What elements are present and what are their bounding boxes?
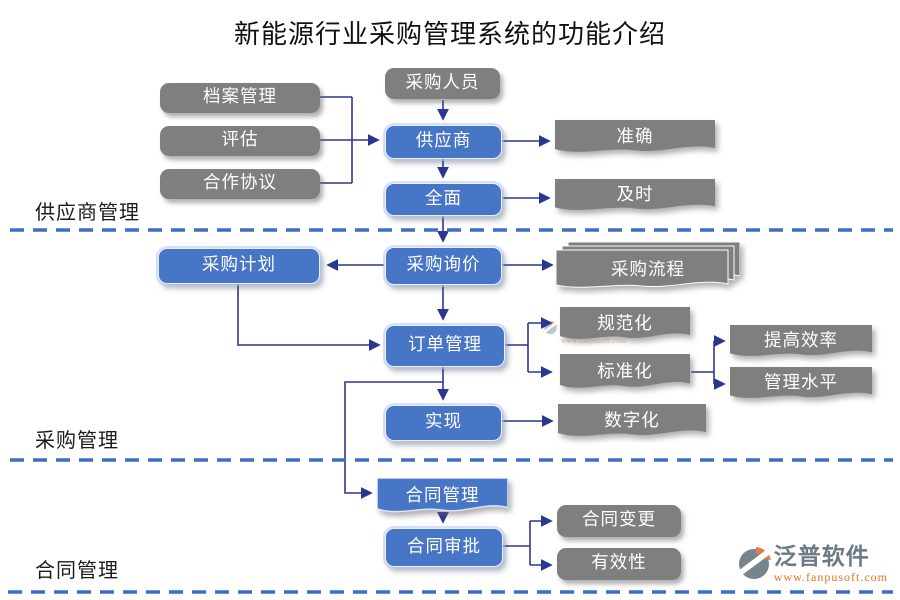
node-evaluation: 评估 [160, 126, 320, 156]
node-label: 规范化 [597, 312, 653, 333]
node-label: 合同审批 [407, 535, 481, 556]
fanpu-logo-icon [737, 547, 771, 579]
diagram-title: 新能源行业采购管理系统的功能介绍 [233, 20, 666, 49]
node-label: 提高效率 [764, 330, 838, 351]
node-label: 合同变更 [582, 509, 656, 530]
document-shape [560, 354, 690, 388]
node-normalized: 标准化 [560, 354, 690, 391]
node-procurement-process: 采购流程 [556, 242, 740, 292]
node-label: 全面 [425, 187, 462, 208]
node-label: 及时 [616, 184, 654, 205]
flow-connectors [237, 96, 726, 571]
node-procurement-personnel: 采购人员 [385, 68, 500, 99]
node-label: 供应商 [415, 130, 472, 151]
node-label: 实现 [425, 411, 462, 432]
node-contract-management: 合同管理 [377, 478, 508, 515]
section-label-supplier: 供应商管理 [35, 202, 140, 224]
node-accurate: 准确 [555, 120, 715, 155]
document-shape [377, 478, 508, 513]
node-label: 准确 [616, 125, 654, 146]
section-label-contract: 合同管理 [35, 560, 119, 582]
document-shape [560, 307, 690, 339]
node-cooperation-agreement: 合作协议 [160, 169, 320, 199]
document-shape [558, 404, 706, 436]
node-procurement-plan: 采购计划 [158, 248, 320, 284]
section-dividers [8, 228, 893, 594]
node-label: 合作协议 [203, 172, 277, 193]
node-standardized: 规范化 [560, 307, 690, 342]
watermark-subtext: www.fanpusoft.com [561, 336, 627, 345]
section-label-procurement: 采购管理 [35, 430, 119, 452]
stacked-document-shape [556, 242, 740, 288]
fanpu-logo: 泛普软件 www.fanpusoft.com [736, 545, 888, 585]
node-label: 采购计划 [202, 254, 276, 275]
node-label: 管理水平 [764, 372, 838, 393]
node-order-management: 订单管理 [385, 325, 505, 367]
node-management-level: 管理水平 [730, 367, 872, 401]
logo-name: 泛普软件 [773, 544, 870, 569]
node-label: 标准化 [597, 360, 653, 381]
node-label: 档案管理 [203, 86, 277, 107]
document-shape [730, 367, 872, 398]
node-validity: 有效性 [557, 548, 681, 580]
node-timely: 及时 [555, 179, 715, 213]
node-label: 数字化 [604, 409, 660, 430]
document-shape [555, 120, 715, 152]
node-digitization: 数字化 [558, 404, 706, 439]
node-realize: 实现 [385, 405, 502, 441]
node-label: 采购询价 [406, 254, 481, 275]
node-label: 评估 [221, 129, 259, 150]
node-label: 采购流程 [611, 259, 685, 280]
document-shape [555, 179, 715, 210]
node-improve-efficiency: 提高效率 [730, 325, 872, 359]
node-supplier: 供应商 [385, 125, 502, 159]
node-label: 订单管理 [408, 334, 482, 355]
node-label: 采购人员 [405, 71, 480, 92]
node-contract-change: 合同变更 [557, 505, 681, 537]
node-procurement-inquiry: 采购询价 [385, 247, 502, 285]
node-label: 合同管理 [405, 484, 480, 505]
node-comprehensive: 全面 [385, 183, 502, 216]
logo-url: www.fanpusoft.com [773, 570, 888, 584]
node-contract-approval: 合同审批 [385, 528, 503, 567]
node-archive-management: 档案管理 [160, 83, 320, 113]
node-label: 有效性 [591, 552, 647, 573]
document-shape [730, 325, 872, 356]
